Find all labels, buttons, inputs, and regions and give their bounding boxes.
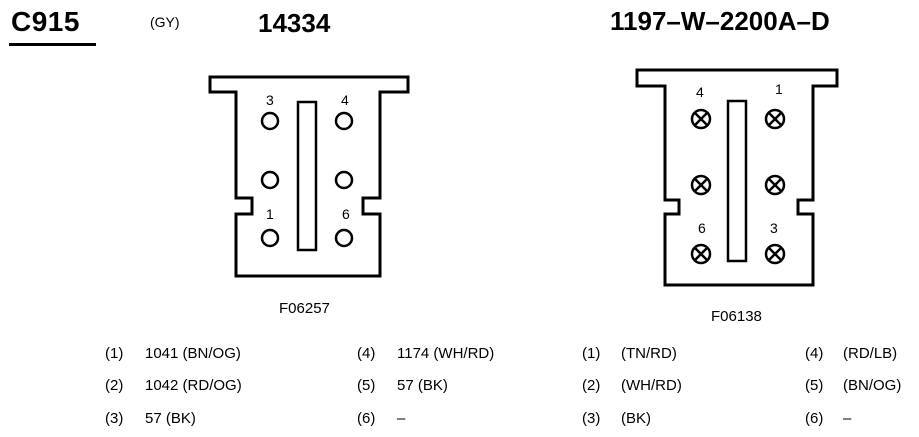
right-pin-6-number: (6)	[805, 410, 824, 427]
right-cavity-1	[764, 108, 786, 130]
connector-id: C915	[11, 6, 80, 37]
right-pin-2-number: (2)	[582, 377, 601, 394]
right-pin-1-circuit: (TN/RD)	[621, 345, 677, 362]
right-pin-2-circuit: (WH/RD)	[621, 377, 682, 394]
right-figure-id: F06138	[711, 308, 762, 325]
left-pin-5-number: (5)	[357, 377, 376, 394]
left-cavity-label: 6	[342, 206, 350, 222]
right-connector-center-bar	[726, 99, 748, 263]
right-pin-3-circuit: (BK)	[621, 410, 651, 427]
right-connector-diagram: 4 1 6 3	[635, 68, 839, 287]
left-cavity-label: 4	[341, 92, 349, 108]
right-cavity-label: 4	[696, 84, 704, 100]
left-connector-outline	[208, 75, 410, 278]
right-cavity-label: 6	[698, 220, 706, 236]
left-pin-1-number: (1)	[105, 345, 124, 362]
left-cavity-5	[334, 170, 354, 190]
left-figure-id: F06257	[279, 300, 330, 317]
right-cavity-6	[690, 243, 712, 265]
left-cavity-4	[334, 111, 354, 131]
connector-id-underline	[9, 43, 96, 46]
left-connector-center-bar	[296, 100, 318, 252]
right-pin-6-circuit: –	[843, 410, 852, 427]
left-cavity-6	[334, 228, 354, 248]
right-pin-5-number: (5)	[805, 377, 824, 394]
left-pin-6-circuit: –	[397, 410, 406, 427]
left-pin-3-circuit: 57 (BK)	[145, 410, 196, 427]
left-cavity-2	[260, 170, 280, 190]
right-cavity-label: 1	[775, 81, 783, 97]
right-cavity-2	[764, 174, 786, 196]
left-cavity-1	[260, 228, 280, 248]
left-connector-diagram: 3 4 1 6	[208, 75, 410, 278]
left-pin-3-number: (3)	[105, 410, 124, 427]
left-pin-5-circuit: 57 (BK)	[397, 377, 448, 394]
right-connector-outline	[635, 68, 839, 287]
left-pin-1-circuit: 1041 (BN/OG)	[145, 345, 241, 362]
right-pin-4-number: (4)	[805, 345, 824, 362]
left-pin-6-number: (6)	[357, 410, 376, 427]
color-code: (GY)	[150, 14, 180, 30]
left-pin-4-number: (4)	[357, 345, 376, 362]
right-pin-1-number: (1)	[582, 345, 601, 362]
left-cavity-label: 3	[266, 92, 274, 108]
right-pin-5-circuit: (BN/OG)	[843, 377, 902, 394]
left-cavity-3	[260, 111, 280, 131]
right-pin-4-circuit: (RD/LB)	[843, 345, 898, 362]
right-cavity-label: 3	[770, 220, 778, 236]
left-pin-2-number: (2)	[105, 377, 124, 394]
part-number: 14334	[258, 8, 331, 38]
left-cavity-label: 1	[266, 206, 274, 222]
right-pin-3-number: (3)	[582, 410, 601, 427]
harness-number: 1197–W–2200A–D	[610, 6, 830, 36]
right-cavity-4	[690, 108, 712, 130]
left-pin-2-circuit: 1042 (RD/OG)	[145, 377, 242, 394]
left-pin-4-circuit: 1174 (WH/RD)	[397, 345, 495, 362]
right-cavity-3	[764, 243, 786, 265]
right-cavity-5	[690, 174, 712, 196]
